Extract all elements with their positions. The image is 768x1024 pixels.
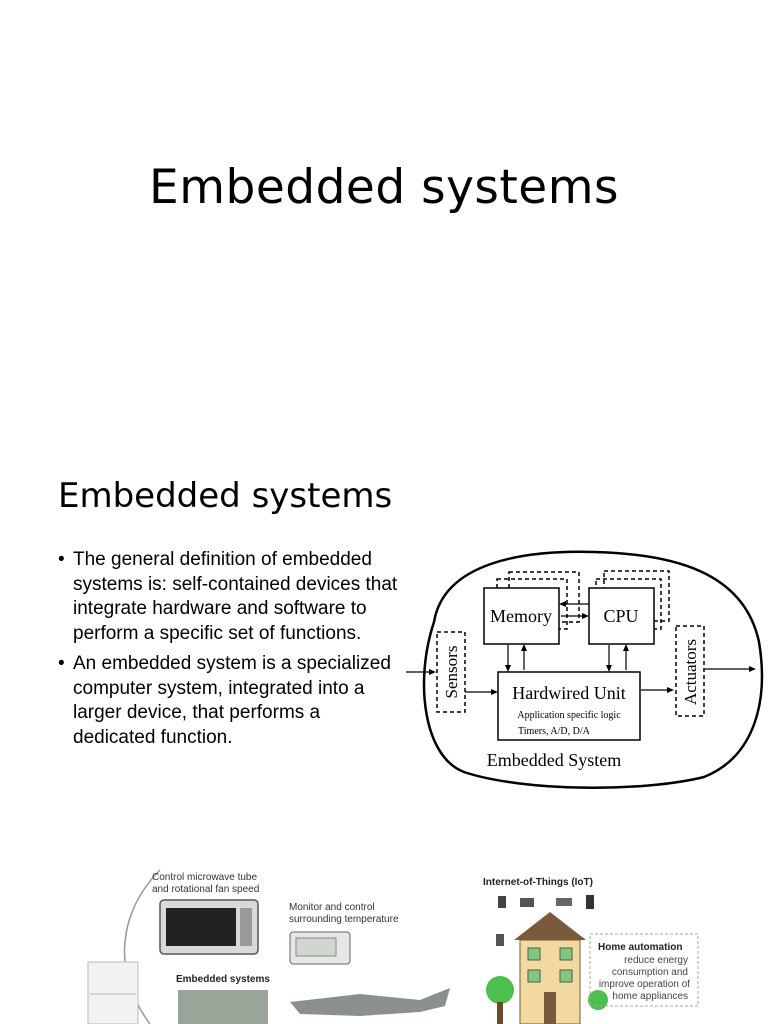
iot-devices <box>496 895 594 946</box>
actuators-label: Actuators <box>681 639 700 705</box>
slide-heading: Embedded systems <box>58 476 393 516</box>
applications-slide: Control microwave tube and rotational fa… <box>0 830 768 1024</box>
system-boundary <box>422 550 764 789</box>
thermostat-caption-2: surrounding temperature <box>289 914 399 925</box>
actuators-block <box>675 625 705 717</box>
title-slide: Embedded systems <box>0 0 768 430</box>
memory-block <box>483 587 560 645</box>
home-automation-line-3: improve operation of <box>599 979 690 990</box>
house-image <box>486 912 608 1024</box>
cpu-label: CPU <box>603 606 638 626</box>
hardwired-sub-1: Application specific logic <box>517 710 621 721</box>
jet-image <box>290 988 450 1016</box>
bullet-item: The general definition of embedded syste… <box>58 548 403 646</box>
sensors-label: Sensors <box>442 646 461 699</box>
diagram-caption: Embedded System <box>487 750 621 770</box>
home-automation-line-1: reduce energy <box>624 955 688 966</box>
thermostat-caption-1: Monitor and control <box>289 902 375 913</box>
thermostat-image <box>289 931 351 965</box>
fridge-image <box>87 961 139 1024</box>
hardwired-unit-block <box>497 671 641 741</box>
circuit-image <box>178 990 268 1024</box>
bullet-list: The general definition of embedded syste… <box>58 548 403 756</box>
hardwired-sub-2: Timers, A/D, D/A <box>518 726 591 737</box>
home-automation-title: Home automation <box>598 942 682 953</box>
hardwired-unit-label: Hardwired Unit <box>512 683 625 703</box>
cpu-block <box>588 587 655 645</box>
microwave-caption-2: and rotational fan speed <box>152 884 259 895</box>
definition-slide: Embedded systems The general definition … <box>0 430 768 830</box>
bullet-item: An embedded system is a specialized comp… <box>58 652 403 750</box>
sensors-block <box>436 631 466 713</box>
home-automation-line-2: consumption and <box>612 967 688 978</box>
embedded-system-diagram: Memory CPU Hardwired Unit Application sp… <box>406 550 764 789</box>
applications-illustration: Control microwave tube and rotational fa… <box>87 869 699 1024</box>
memory-label: Memory <box>490 606 552 626</box>
home-automation-line-4: home appliances <box>612 991 688 1002</box>
embedded-systems-caption: Embedded systems <box>176 974 270 985</box>
microwave-caption-1: Control microwave tube <box>152 872 257 883</box>
iot-caption: Internet-of-Things (IoT) <box>483 877 593 888</box>
microwave-image <box>159 899 259 955</box>
slide-title: Embedded systems <box>149 160 619 215</box>
